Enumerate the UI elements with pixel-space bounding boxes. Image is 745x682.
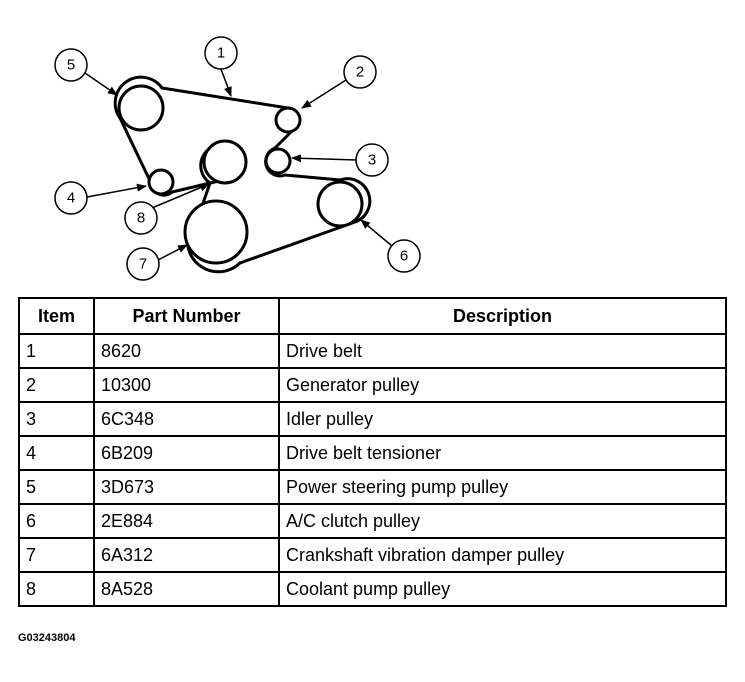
part-number-cell: 6A312 <box>93 537 280 573</box>
callout-8-label: 8 <box>137 210 145 227</box>
callout-4-bubble <box>54 181 88 215</box>
figure-id: G03243804 <box>18 632 76 644</box>
table-row: 7 6A312 Crankshaft vibration damper pull… <box>18 537 727 573</box>
callout-4-label: 4 <box>67 190 75 207</box>
description-cell: Crankshaft vibration damper pulley <box>278 537 727 573</box>
callout-5-label: 5 <box>67 57 75 74</box>
belt-routing-diagram: 1 2 3 4 5 6 7 8 <box>54 36 421 281</box>
item-cell: 4 <box>18 435 95 471</box>
description-cell: Generator pulley <box>278 367 727 403</box>
table-row: 6 2E884 A/C clutch pulley <box>18 503 727 539</box>
coolant-pump-pulley <box>202 139 248 185</box>
part-number-cell: 6B209 <box>93 435 280 471</box>
table-row: 8 8A528 Coolant pump pulley <box>18 571 727 607</box>
leader-line-7 <box>157 244 188 261</box>
leader-line-1 <box>220 68 232 97</box>
part-number-cell: 10300 <box>93 367 280 403</box>
table-row: 2 10300 Generator pulley <box>18 367 727 403</box>
callout-2-label: 2 <box>356 64 364 81</box>
callout-7-bubble <box>126 247 160 281</box>
generator-pulley <box>274 106 302 134</box>
parts-table: Item Part Number Description 1 8620 Driv… <box>18 297 727 607</box>
power-steering-pump-pulley <box>117 84 165 132</box>
item-cell: 7 <box>18 537 95 573</box>
part-number-cell: 3D673 <box>93 469 280 505</box>
part-number-cell: 8A528 <box>93 571 280 607</box>
table-row: 5 3D673 Power steering pump pulley <box>18 469 727 505</box>
header-description: Description <box>278 297 727 335</box>
callout-3-bubble <box>355 143 389 177</box>
leader-line-8 <box>151 183 210 209</box>
leader-line-6 <box>360 219 393 247</box>
part-number-cell: 6C348 <box>93 401 280 437</box>
description-cell: Power steering pump pulley <box>278 469 727 505</box>
header-part-number: Part Number <box>93 297 280 335</box>
leader-line-3 <box>291 154 358 163</box>
description-cell: Coolant pump pulley <box>278 571 727 607</box>
callout-2-bubble <box>343 55 377 89</box>
description-cell: Drive belt <box>278 333 727 369</box>
leader-line-5 <box>84 72 118 96</box>
table-row: 4 6B209 Drive belt tensioner <box>18 435 727 471</box>
item-cell: 3 <box>18 401 95 437</box>
part-number-cell: 8620 <box>93 333 280 369</box>
item-cell: 1 <box>18 333 95 369</box>
table-row: 1 8620 Drive belt <box>18 333 727 369</box>
callout-5-bubble <box>54 48 88 82</box>
callout-8-bubble <box>124 201 158 235</box>
item-cell: 8 <box>18 571 95 607</box>
table-header-row: Item Part Number Description <box>18 297 727 335</box>
callout-6-bubble <box>387 239 421 273</box>
description-cell: Drive belt tensioner <box>278 435 727 471</box>
item-cell: 6 <box>18 503 95 539</box>
callout-7-label: 7 <box>139 256 147 273</box>
item-cell: 5 <box>18 469 95 505</box>
leader-line-2 <box>301 79 347 109</box>
callout-3-label: 3 <box>368 152 376 169</box>
ac-clutch-pulley <box>316 180 364 228</box>
table-row: 3 6C348 Idler pulley <box>18 401 727 437</box>
item-cell: 2 <box>18 367 95 403</box>
callout-1-bubble <box>204 36 238 70</box>
drive-belt-tensioner <box>147 168 175 196</box>
idler-pulley <box>264 147 292 175</box>
description-cell: Idler pulley <box>278 401 727 437</box>
crankshaft-vibration-damper-pulley <box>183 199 249 265</box>
header-item: Item <box>18 297 95 335</box>
callout-6-label: 6 <box>400 248 408 265</box>
description-cell: A/C clutch pulley <box>278 503 727 539</box>
part-number-cell: 2E884 <box>93 503 280 539</box>
callout-1-label: 1 <box>217 45 225 62</box>
leader-line-4 <box>86 183 147 198</box>
